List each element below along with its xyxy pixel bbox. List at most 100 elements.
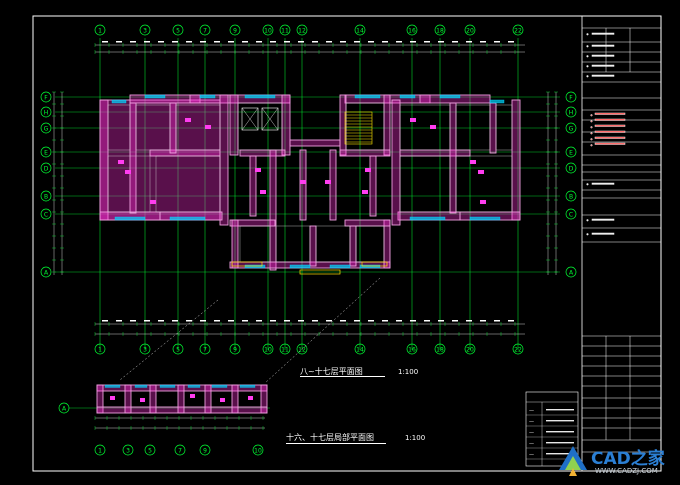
dimension-text-mark	[158, 41, 164, 43]
watermark-url: WWW.CADZJ.COM	[595, 467, 658, 475]
axis-bubble-bottom	[512, 343, 524, 355]
dimension-lines	[52, 43, 558, 430]
wall-segment	[511, 99, 521, 221]
axis-label-top: 20	[466, 28, 474, 35]
dimension-text-mark	[466, 320, 472, 322]
partial-wall-segment	[231, 384, 239, 414]
dimension-text-mark	[130, 41, 136, 43]
wall-segment	[299, 149, 307, 221]
window-mark	[244, 94, 276, 99]
axis-bubble-right	[565, 162, 577, 174]
dimension-text-mark	[326, 320, 332, 322]
title-block-field-line	[591, 232, 615, 235]
title-block-note: •	[590, 119, 593, 125]
title-block-grid: ••••••••••••••	[582, 27, 661, 453]
legend-table: —————	[525, 391, 579, 467]
dimension-text-mark	[480, 41, 486, 43]
leader-line-left	[119, 299, 219, 381]
axis-label-left: E	[44, 150, 48, 157]
partial-fixture-mark	[110, 396, 115, 400]
partial-plan-title: 十六、十七层局部平面图	[286, 433, 374, 442]
axis-label-left: A	[44, 270, 49, 277]
cadzj-watermark: CAD之家 WWW.CADZJ.COM	[555, 440, 677, 482]
dimension-text-mark	[452, 320, 458, 322]
room-outline	[455, 155, 513, 213]
title-block-field: •	[586, 54, 589, 60]
wall-segment	[329, 149, 337, 221]
legend-row-value	[546, 420, 574, 422]
title-block-note-line	[594, 136, 626, 139]
fixture-mark	[365, 168, 371, 172]
room-outline	[315, 225, 351, 263]
dimension-text-mark	[438, 41, 444, 43]
dimension-text-mark	[340, 320, 346, 322]
elevator-cross	[261, 107, 279, 131]
axis-label-bottom: 7	[203, 347, 207, 354]
dimension-text-mark	[186, 320, 192, 322]
axis-bubble-top	[262, 24, 274, 36]
fixture-mark	[470, 160, 476, 164]
dimension-text-mark	[424, 41, 430, 43]
legend-row-value	[546, 431, 574, 433]
watermark-brand: CAD之家	[591, 449, 665, 469]
axis-bubble-top	[464, 24, 476, 36]
title-block-field-line	[591, 44, 615, 47]
partial-plan-scale: 1:100	[405, 434, 426, 442]
axis-label-bottom: 18	[436, 347, 444, 354]
axis-bubble-bottom	[262, 343, 274, 355]
partial-axis-label: 5	[148, 448, 152, 455]
partial-fixture-mark	[248, 396, 253, 400]
dimension-text-mark	[284, 41, 290, 43]
window-mark	[114, 216, 146, 221]
dimension-text-mark	[508, 320, 514, 322]
dimension-text-mark	[144, 320, 150, 322]
axis-bubble-top	[354, 24, 366, 36]
title-block-note: •	[590, 131, 593, 137]
axis-label-bottom: 16	[408, 347, 416, 354]
dimension-text-mark	[424, 320, 430, 322]
dimension-text-mark	[410, 320, 416, 322]
title-block-note-line	[594, 112, 626, 115]
partial-wall-segment	[204, 384, 212, 414]
dimension-text-mark	[494, 41, 500, 43]
partial-floor-plan	[96, 384, 268, 414]
legend-row-label: —	[529, 408, 534, 414]
axis-label-right: E	[569, 150, 573, 157]
room-outline	[455, 104, 491, 151]
dimension-text-mark	[200, 320, 206, 322]
partial-plan-title-underline	[286, 443, 386, 444]
axis-bubble-left	[40, 208, 52, 220]
wall-segment	[383, 94, 391, 156]
fixture-mark	[478, 170, 484, 174]
dimension-text-mark	[242, 320, 248, 322]
dimension-text-mark	[172, 320, 178, 322]
axis-label-right: H	[569, 110, 574, 117]
axis-bubble-bottom	[94, 343, 106, 355]
fixture-mark	[480, 200, 486, 204]
fixture-mark	[255, 168, 261, 172]
axis-bubble-top	[279, 24, 291, 36]
fixture-mark	[300, 180, 306, 184]
legend-row-value	[546, 453, 574, 455]
fixture-mark	[205, 125, 211, 129]
dimension-text-mark	[102, 320, 108, 322]
wall-segment	[349, 225, 357, 267]
dimension-text-mark	[312, 320, 318, 322]
dimension-text-mark	[396, 41, 402, 43]
partial-window-mark	[187, 384, 201, 388]
main-plan-scale: 1:100	[398, 368, 419, 376]
dimension-text-mark	[172, 41, 178, 43]
axis-bubble-right	[565, 190, 577, 202]
title-block-field: •	[586, 44, 589, 50]
title-block-field: •	[586, 74, 589, 80]
room-outline	[107, 155, 151, 213]
title-block-field-line	[591, 218, 615, 221]
axis-bubble-right	[565, 208, 577, 220]
room-outline	[175, 104, 221, 151]
dimension-text-mark	[382, 41, 388, 43]
dimension-text-mark	[284, 320, 290, 322]
axis-label-bottom: 22	[514, 347, 522, 354]
partial-fixture-mark	[140, 398, 145, 402]
partial-axis-bubble	[252, 444, 264, 456]
title-block-field-line	[591, 74, 615, 77]
